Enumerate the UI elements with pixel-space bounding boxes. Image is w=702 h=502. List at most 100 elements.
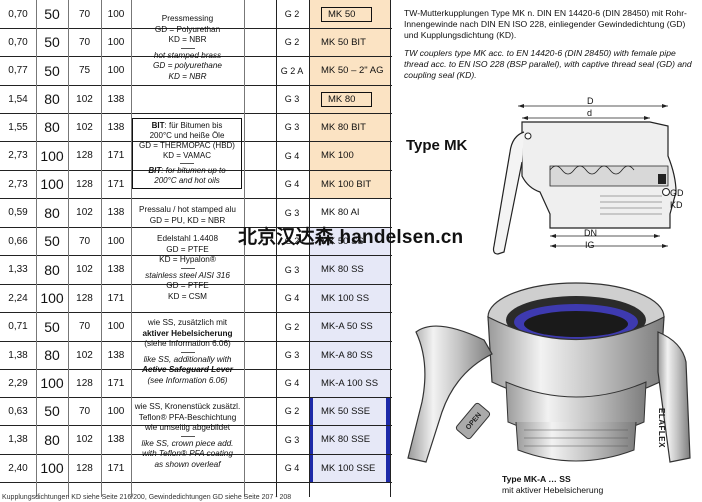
weight-cell-text: 0,70 [8,36,28,48]
d-cell-text: 128 [76,292,93,304]
dn-cell-text: 80 [44,261,60,278]
thread-cell: G 3 [276,85,308,113]
type-cell: MK 100 [309,141,390,170]
brass-label-de: Pressmessing [161,14,214,23]
bit-de-line1: BIT: für Bitumen bis [151,121,223,130]
type-cell-text: MK 80 [321,91,373,107]
d-cell: 128 [68,141,101,170]
ig-cell-text: 100 [107,321,125,332]
d-cell: 102 [68,198,101,227]
sse-marker [309,397,313,425]
thread-cell-text: G 2 [284,236,300,246]
watermark: 北京汉达森 handelsen.cn [238,227,464,248]
ig-cell: 171 [101,369,131,397]
thread-cell: G 4 [276,369,308,397]
ig-cell-text: 100 [107,36,125,48]
weight-cell: 0,71 [0,312,36,341]
coupler-photo [407,282,691,463]
weight-cell: 0,59 [0,198,36,227]
d-cell-text: 70 [78,8,91,20]
dn-cell-text: 80 [44,91,60,107]
column-divider [68,0,69,497]
type-cell: MK-A 50 SS [309,312,390,341]
ig-cell: 100 [101,56,131,85]
sse-line1: wie SS, Kronenstück zusätzl. [134,402,241,411]
ig-cell: 171 [101,284,131,312]
weight-cell: 2,24 [0,284,36,312]
weight-cell: 1,33 [0,255,36,284]
ig-cell: 100 [101,28,131,56]
thread-cell: G 4 [276,454,308,482]
type-cell-text: MK 50 SS [321,235,364,247]
sse-description: wie SS, Kronenstück zusätzl. Teflon® PFA… [131,402,244,471]
type-cell-text: MK-A 50 SS [321,321,373,332]
d-cell: 70 [68,312,101,341]
type-cell-text: MK 50 SSE [321,405,371,417]
ig-cell-text: 138 [107,264,125,275]
weight-cell-text: 1,33 [8,264,28,275]
weight-cell-text: 0,70 [8,8,28,20]
dn-cell-text: 100 [40,460,64,476]
dn-cell-text: 50 [44,318,60,335]
d-cell: 102 [68,255,101,284]
type-cell-text: MK-A 100 SS [321,377,379,389]
type-cell-text: MK 50 – 2" AG [321,65,384,76]
row-divider [0,312,392,313]
ssa-line5: Active Safeguard Lever [141,365,233,375]
thread-cell: G 2 [276,227,308,255]
ig-cell-text: 100 [107,8,125,20]
weight-cell: 2,73 [0,141,36,170]
type-cell-text: MK 80 SS [321,264,364,275]
dim-label-KD: KD [670,200,683,210]
weight-cell-text: 1,38 [8,349,28,361]
ig-cell: 138 [101,341,131,369]
ssa-line2: aktiver Hebelsicherung [142,328,233,338]
ssa-line3: (siehe Information 6.06) [144,339,231,349]
row-divider [0,141,392,142]
coupler-technical-drawing [492,104,677,255]
separator [180,267,195,269]
weight-cell-text: 2,40 [8,462,28,474]
weight-cell-text: 0,66 [8,235,28,247]
dn-cell-text: 100 [40,290,64,306]
ig-cell-text: 171 [107,178,125,190]
thread-cell: G 3 [276,341,308,369]
row-divider [0,56,392,57]
d-cell-text: 128 [76,377,93,389]
d-cell: 128 [68,170,101,198]
weight-cell: 0,66 [0,227,36,255]
d-cell-text: 102 [76,264,93,275]
type-cell-shade [309,397,390,425]
thread-cell-text: G 4 [284,179,300,189]
thread-cell-text: G 2 [284,9,300,19]
separator [180,47,195,49]
type-cell: MK 100 SS [309,284,390,312]
bit-description-box: BIT: für Bitumen bis 200°C und heiße Öle… [132,118,242,189]
ssa-line1: wie SS, zusätzlich mit [147,318,228,327]
thread-cell-text: G 4 [284,293,300,303]
thread-cell: G 4 [276,170,308,198]
type-cell: MK 100 SSE [309,454,390,482]
thread-cell: G 2 [276,0,308,28]
dn-cell: 80 [36,341,68,369]
photo-caption: Type MK-A … SS mit aktiver Hebelsicherun… [502,474,603,496]
ig-cell: 171 [101,454,131,482]
thread-cell-text: G 2 [284,406,300,416]
d-cell-text: 70 [78,235,91,247]
dn-cell: 100 [36,454,68,482]
d-cell: 70 [68,227,101,255]
ssa-description: wie SS, zusätzlich mit aktiver Hebelsich… [131,318,244,387]
type-cell-shade [309,341,390,369]
type-cell: MK-A 100 SS [309,369,390,397]
weight-cell: 1,55 [0,113,36,141]
type-cell-text: MK 80 BIT [321,121,366,133]
alu-line2: GD = PU, KD = NBR [149,215,226,225]
dn-cell: 100 [36,141,68,170]
thread-cell-text: G 2 [284,321,300,332]
weight-cell-text: 0,59 [8,207,28,218]
lever-brand-text: ELAFLEX [657,408,666,448]
thread-cell-text: G 3 [284,94,300,104]
thread-cell: G 3 [276,113,308,141]
column-divider [309,0,310,497]
sse-line5: with Teflon® PFA coating [142,449,233,459]
